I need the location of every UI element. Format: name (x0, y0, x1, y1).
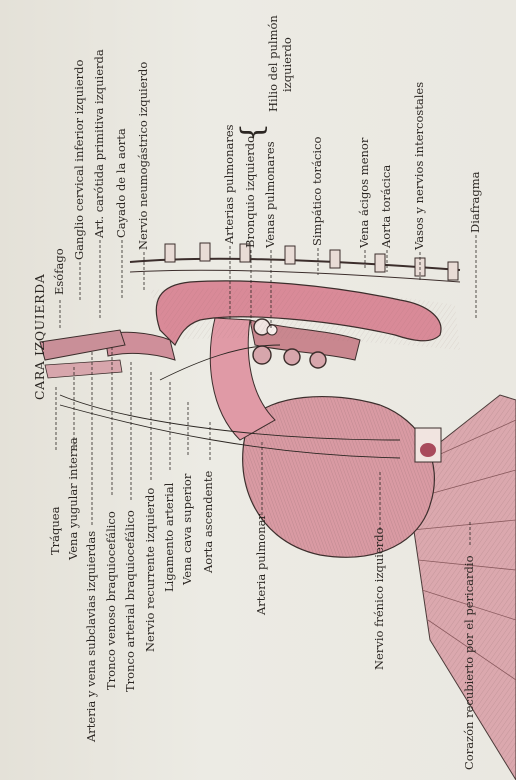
label-arteria-pulmonar: Arteria pulmonar (256, 514, 268, 615)
label-vena-cava-superior: Vena cava superior (182, 474, 194, 585)
label-aorta-ascendente: Aorta ascendente (203, 471, 215, 573)
label-ganglio-cervical: Ganglio cervical inferior izquierdo (74, 60, 86, 260)
label-esofago: Esófago (54, 248, 66, 295)
label-vasos-nervios-intercostales: Vasos y nervios intercostales (414, 82, 426, 250)
label-corazon-pericardio: Corazón recubierto por el pericardio (464, 556, 476, 771)
vessels-shape (40, 243, 460, 440)
label-venas-pulmonares: Venas pulmonares (265, 141, 277, 248)
label-arteria-vena-subclavias: Arteria y vena subclavias izquierdas (86, 531, 98, 742)
hilio-brace: { (238, 123, 268, 142)
label-tronco-arterial-braquiocefalico: Tronco arterial braquiocefálico (125, 510, 137, 692)
label-diafragma: Diafragma (470, 172, 482, 234)
label-aorta-toracica: Aorta torácica (381, 165, 393, 248)
label-nervio-recurrente-izquierdo: Nervio recurrente izquierdo (145, 488, 157, 652)
label-vena-acigos-menor: Vena ácigos menor (359, 138, 371, 248)
label-arterias-pulmonares: Arterias pulmonares (224, 124, 236, 244)
label-nervio-frenico-izquierdo: Nervio frénico izquierdo (374, 527, 386, 670)
label-traquea: Tráquea (50, 507, 62, 555)
diagram-title: CARA IZQUIERDA (34, 274, 47, 400)
label-simpatico-toracico: Simpático torácico (312, 137, 324, 246)
label-vena-yugular-interna: Vena yugular interna (68, 437, 80, 560)
label-hilio-line1: Hilio del pulmón (268, 15, 280, 112)
label-hilio-line2: izquierdo (282, 37, 294, 92)
label-bronquio-izquierdo: Bronquio izquierdo (245, 136, 257, 248)
label-tronco-venoso-braquiocefalico: Tronco venoso braquiocefálico (106, 511, 118, 690)
label-nervio-neumogastrico: Nervio neumogástrico izquierdo (138, 62, 150, 250)
label-carotida-primitiva: Art. carótida primitiva izquierda (94, 49, 106, 238)
label-cayado-aorta: Cayado de la aorta (116, 128, 128, 238)
label-ligamento-arterial: Ligamento arterial (164, 483, 176, 592)
